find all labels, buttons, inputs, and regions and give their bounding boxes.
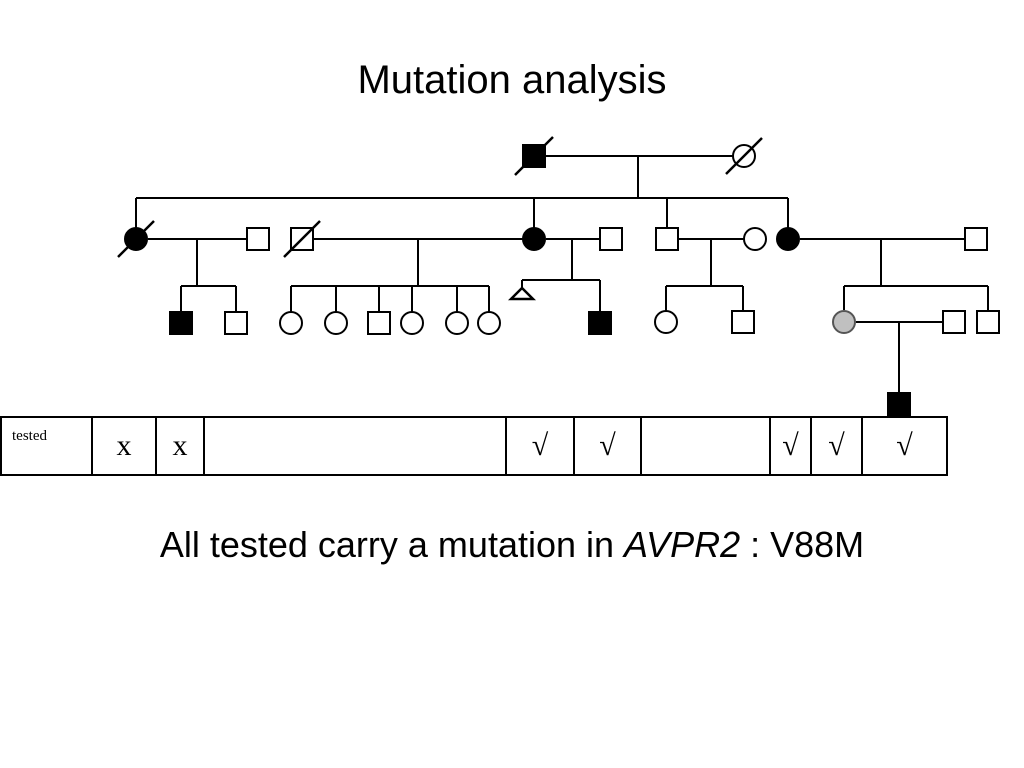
affected-female	[776, 227, 800, 251]
tested-cell: √	[573, 416, 642, 476]
unaffected-male	[367, 311, 391, 335]
tested-cell: x	[91, 416, 157, 476]
affected-female	[522, 227, 546, 251]
unaffected-male	[246, 227, 270, 251]
deceased-mark	[283, 220, 321, 258]
unaffected-male	[942, 310, 966, 334]
tested-label: tested	[0, 416, 93, 476]
caption-suffix: : V88M	[740, 524, 865, 565]
unaffected-female	[743, 227, 767, 251]
pedigree-lines	[135, 155, 989, 393]
unaffected-female	[445, 311, 469, 335]
tested-cell	[640, 416, 771, 476]
unaffected-female	[400, 311, 424, 335]
deceased-mark	[117, 220, 155, 258]
unaffected-male	[224, 311, 248, 335]
tested-cell: √	[769, 416, 812, 476]
tested-cell: √	[505, 416, 575, 476]
unaffected-male	[599, 227, 623, 251]
carrier-female	[832, 310, 856, 334]
pedigree-chart	[117, 136, 1000, 416]
tested-cell: x	[155, 416, 205, 476]
tested-cell: √	[810, 416, 863, 476]
unaffected-male	[655, 227, 679, 251]
affected-male	[887, 392, 911, 416]
tested-cell: √	[861, 416, 948, 476]
deceased-mark	[725, 137, 763, 175]
affected-male	[169, 311, 193, 335]
tested-table: tested x x √ √ √ √ √	[0, 416, 948, 476]
unaffected-male	[731, 310, 755, 334]
page-title: Mutation analysis	[357, 58, 667, 102]
affected-male	[588, 311, 612, 335]
miscarriage-triangle	[507, 286, 537, 301]
unaffected-female	[324, 311, 348, 335]
unaffected-male	[976, 310, 1000, 334]
deceased-mark	[514, 136, 554, 176]
gene-name: AVPR2	[624, 524, 741, 565]
tested-cell	[203, 416, 507, 476]
tested-row: tested x x √ √ √ √ √	[0, 416, 948, 476]
result-caption: All tested carry a mutation in AVPR2 : V…	[0, 524, 1024, 566]
unaffected-female	[477, 311, 501, 335]
caption-prefix: All tested carry a mutation in	[159, 524, 625, 565]
unaffected-male	[964, 227, 988, 251]
unaffected-female	[654, 310, 678, 334]
unaffected-female	[279, 311, 303, 335]
